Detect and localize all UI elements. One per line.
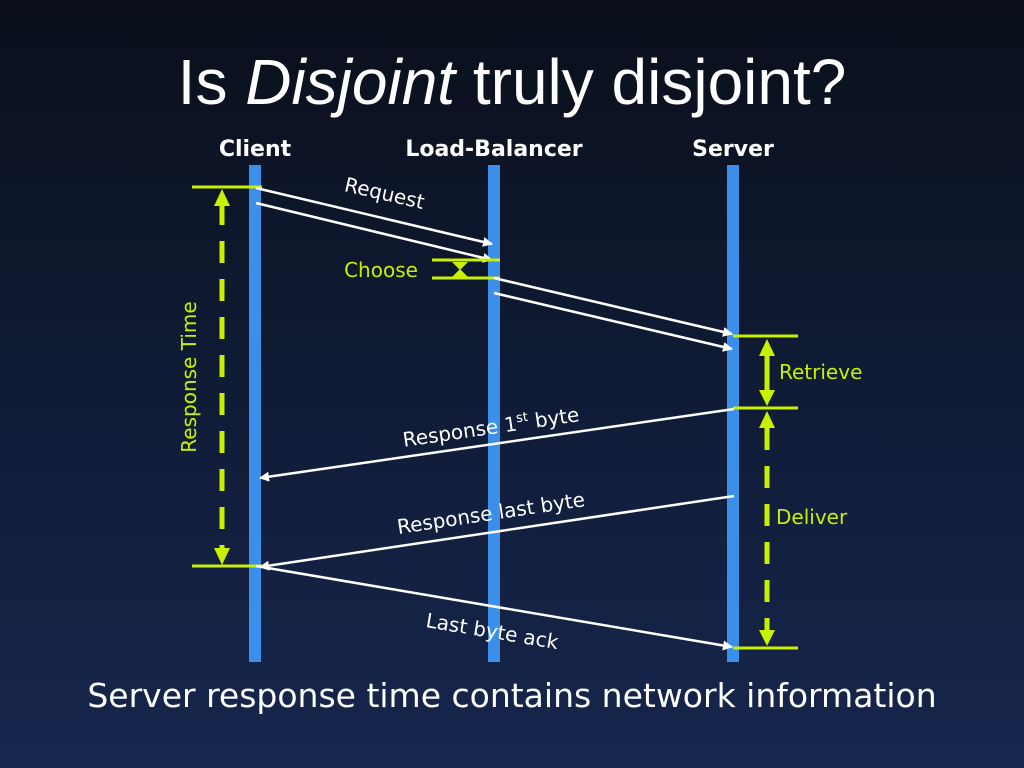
choose-label: Choose (344, 258, 418, 282)
response-last-byte-arrow (259, 494, 735, 571)
title-emphasis: Disjoint (245, 46, 456, 118)
choose-up-arrowhead (452, 269, 468, 277)
choose-down-arrowhead (452, 262, 468, 270)
footer-caption: Server response time contains network in… (87, 676, 937, 715)
response-first-prefix: Response 1 (401, 411, 518, 451)
client-lifeline (249, 165, 261, 662)
deliver-label: Deliver (776, 505, 848, 529)
server-lane-label: Server (692, 137, 774, 162)
slide-title: Is Disjoint truly disjoint? (0, 50, 1024, 114)
load-balancer-lane-label: Load-Balancer (405, 137, 582, 162)
deliver-up-arrowhead (759, 411, 775, 428)
server-lifeline (727, 165, 739, 662)
response-first-sup: st (515, 410, 529, 427)
response-time-up-arrowhead (214, 189, 230, 206)
deliver-down-arrowhead (759, 630, 775, 646)
response-time-label: Response Time (177, 301, 201, 452)
forward-arrow-first (493, 276, 733, 337)
retrieve-up-arrowhead (759, 339, 775, 356)
load-balancer-lifeline (488, 165, 500, 662)
last-byte-ack-arrow (255, 564, 733, 651)
retrieve-down-arrowhead (759, 390, 775, 406)
response-time-down-arrowhead (214, 548, 230, 565)
response-first-suffix: byte (527, 402, 581, 433)
request-arrow-last (255, 201, 493, 263)
retrieve-label: Retrieve (779, 360, 862, 384)
title-prefix: Is (177, 46, 246, 118)
client-lane-label: Client (219, 137, 292, 162)
title-suffix: truly disjoint? (455, 46, 847, 118)
forward-arrow-last (493, 291, 733, 352)
request-label: Request (342, 172, 427, 214)
request-arrow-first (255, 186, 493, 247)
response-first-byte-arrow (259, 407, 735, 482)
